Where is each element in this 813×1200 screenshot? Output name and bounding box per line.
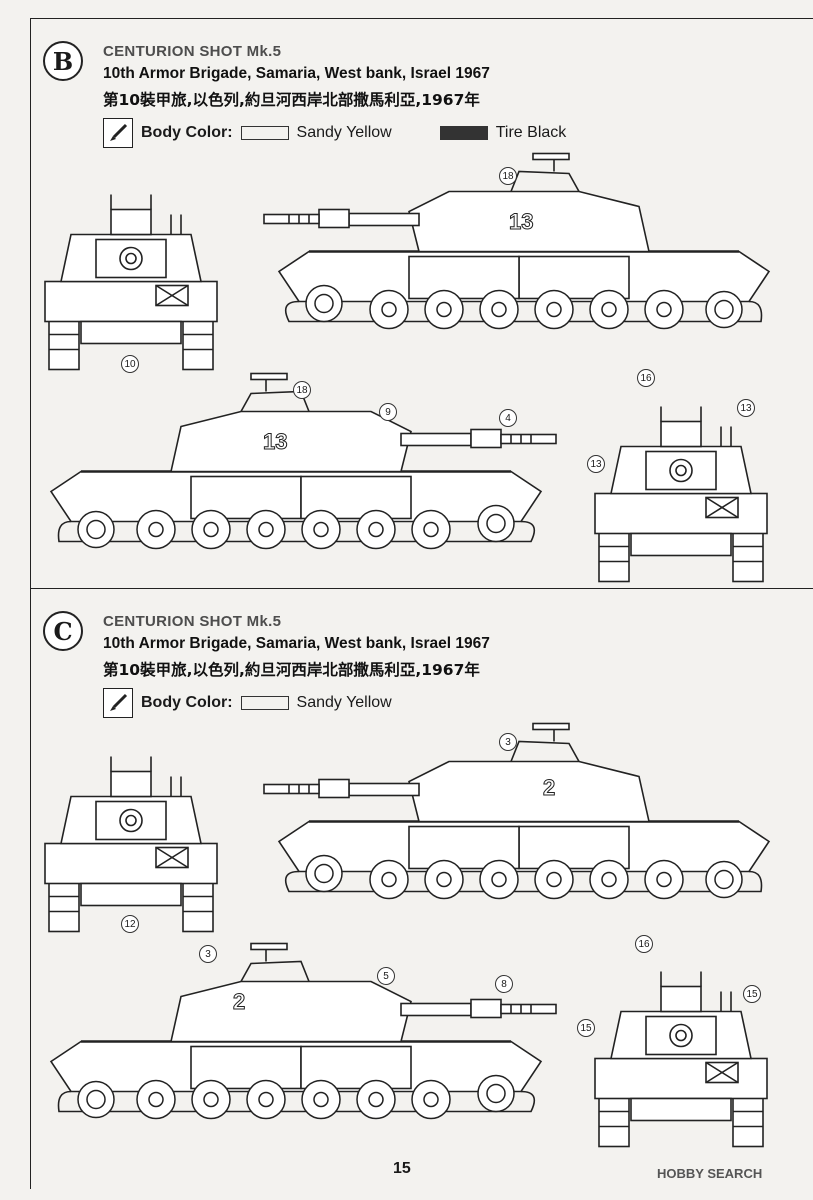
body-color-row: Body Color: Sandy Yellow Tire Black [103, 118, 567, 148]
decal-callout: 3 [499, 733, 517, 751]
turret-number-marking: 2 [232, 989, 246, 1015]
unit-description: 10th Armor Brigade, Samaria, West bank, … [103, 635, 490, 652]
turret-number-marking: 13 [508, 209, 534, 235]
decal-callout: 18 [293, 381, 311, 399]
page-number: 15 [393, 1160, 411, 1177]
decal-callout: 18 [499, 167, 517, 185]
decal-callout: 15 [743, 985, 761, 1003]
decal-callout: 16 [637, 369, 655, 387]
decal-callout: 3 [199, 945, 217, 963]
color-label-sandy-yellow: Sandy Yellow [296, 124, 392, 141]
vehicle-name: CENTURION SHOT Mk.5 [103, 613, 282, 630]
marking-panel-b: B CENTURION SHOT Mk.5 10th Armor Brigade… [30, 18, 813, 589]
tank-rear-view [591, 399, 771, 584]
body-color-row: Body Color: Sandy Yellow [103, 688, 392, 718]
tank-front-view [41, 187, 221, 372]
unit-description-chinese: 第10裝甲旅,以色列,約旦河西岸北部撒馬利亞,1967年 [103, 91, 480, 109]
decal-callout: 16 [635, 935, 653, 953]
color-swatch-sandy-yellow [240, 696, 289, 710]
decal-callout: 12 [121, 915, 139, 933]
decal-callout: 15 [577, 1019, 595, 1037]
decal-callout: 10 [121, 355, 139, 373]
color-label-sandy-yellow: Sandy Yellow [296, 694, 392, 711]
tank-side-view-left [259, 719, 779, 904]
marking-panel-c: C CENTURION SHOT Mk.5 10th Armor Brigade… [30, 588, 813, 1189]
tank-side-view-right [41, 939, 561, 1124]
decal-callout: 5 [377, 967, 395, 985]
decal-callout: 9 [379, 403, 397, 421]
paint-brush-icon [103, 688, 133, 718]
watermark: HOBBY SEARCH [657, 1166, 763, 1181]
tank-front-view [41, 749, 221, 934]
color-label-tire-black: Tire Black [495, 124, 567, 141]
unit-description: 10th Armor Brigade, Samaria, West bank, … [103, 65, 490, 82]
vehicle-name: CENTURION SHOT Mk.5 [103, 43, 282, 60]
decal-callout: 13 [587, 455, 605, 473]
body-color-label: Body Color: [141, 694, 233, 711]
decal-callout: 8 [495, 975, 513, 993]
tank-side-view-left [259, 149, 779, 334]
turret-number-marking: 2 [542, 775, 556, 801]
scheme-letter-badge: C [43, 611, 83, 651]
decal-callout: 4 [499, 409, 517, 427]
scheme-letter-badge: B [43, 41, 83, 81]
paint-brush-icon [103, 118, 133, 148]
turret-number-marking: 13 [262, 429, 288, 455]
body-color-label: Body Color: [141, 124, 233, 141]
decal-callout: 13 [737, 399, 755, 417]
color-swatch-sandy-yellow [240, 126, 289, 140]
unit-description-chinese: 第10裝甲旅,以色列,約旦河西岸北部撒馬利亞,1967年 [103, 661, 480, 679]
color-swatch-tire-black [439, 126, 488, 140]
